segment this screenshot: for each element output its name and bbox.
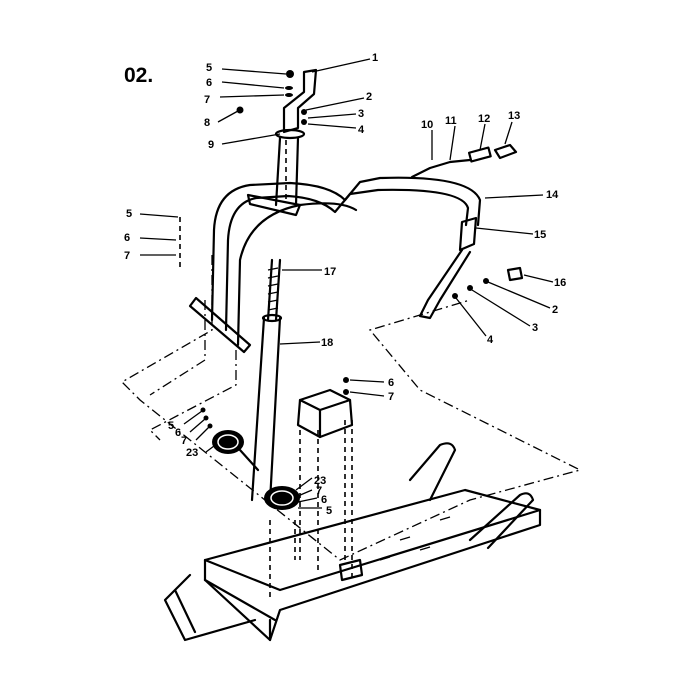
callout: 7: [181, 435, 187, 447]
callout: 13: [508, 110, 520, 122]
callout: 3: [358, 108, 364, 120]
handlebar-frame: [188, 176, 482, 354]
callout: 4: [358, 124, 365, 136]
callout: 7: [388, 391, 394, 403]
callout: 4: [487, 334, 494, 346]
diagram-title: 02.: [124, 64, 153, 87]
callout: 11: [445, 115, 457, 127]
callout: 6: [206, 77, 212, 89]
callout: 7: [124, 250, 130, 262]
callout: 5: [206, 62, 212, 74]
callout: 8: [204, 117, 210, 129]
callout: 12: [478, 113, 490, 125]
callout: 6: [321, 494, 327, 506]
base-plate: [163, 442, 542, 642]
callout: 1: [372, 52, 378, 64]
callout: 3: [532, 322, 538, 334]
callout: 10: [421, 119, 433, 131]
adjuster-rod: [250, 258, 283, 504]
callout-labels: 5 6 7 8 9 1 2 3 4 10 11 12 13 14 15 16 2…: [124, 52, 566, 517]
callout: 23: [186, 447, 198, 459]
callout: 14: [546, 189, 559, 201]
cable-assembly: [410, 143, 524, 320]
callout: 5: [168, 420, 174, 432]
callout: 17: [324, 266, 336, 278]
callout: 18: [321, 337, 333, 349]
callout: 23: [314, 475, 326, 487]
pulleys: [200, 407, 300, 510]
callout: 7: [316, 485, 322, 497]
callout: 6: [124, 232, 130, 244]
callout: 5: [126, 208, 132, 220]
callout: 6: [175, 427, 181, 439]
callout: 9: [208, 139, 214, 151]
callout: 16: [554, 277, 566, 289]
leader-lines: [139, 58, 554, 509]
callout: 2: [366, 91, 372, 103]
callout: 6: [388, 377, 394, 389]
callout: 5: [326, 505, 332, 517]
callout: 7: [204, 94, 210, 106]
callout: 15: [534, 229, 546, 241]
callout: 2: [552, 304, 558, 316]
upper-bracket: [236, 68, 318, 207]
switch-block: [296, 377, 354, 439]
